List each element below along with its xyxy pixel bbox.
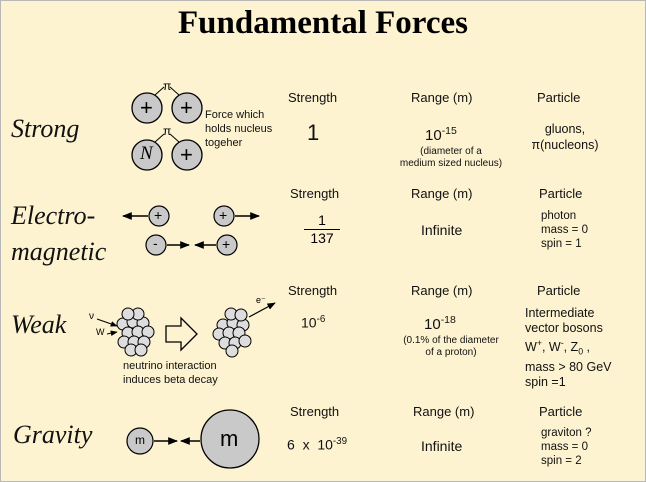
nucleus-after — [212, 307, 252, 358]
pion-label-bottom: π — [163, 124, 172, 138]
weak-strength-value: 10-6 — [301, 314, 326, 331]
em-plus-circle-bottom — [216, 234, 238, 256]
force-name-magnetic: magnetic — [11, 237, 107, 266]
header-particle: Particle — [539, 404, 583, 419]
em-strength-value: 1 137 — [304, 212, 340, 247]
em-plus-circle-right — [213, 205, 235, 227]
plus-sign: + — [154, 207, 163, 223]
w-label: W — [96, 327, 105, 337]
small-mass-label: m — [135, 433, 145, 447]
header-range: Range (m) — [411, 186, 473, 201]
pion-label-top: π — [163, 79, 172, 93]
force-name-gravity: Gravity — [13, 420, 93, 449]
nucleus-before — [116, 307, 155, 357]
weak-range-value: 10-18 — [424, 314, 456, 333]
header-range: Range (m) — [411, 90, 473, 105]
header-range: Range (m) — [413, 404, 475, 419]
strong-strength-value: 1 — [307, 120, 320, 145]
large-mass-circle — [200, 409, 260, 469]
minus-sign: - — [153, 235, 158, 251]
em-minus-circle — [145, 234, 167, 256]
gravity-strength-value: 6 x 10-39 — [287, 436, 348, 453]
strong-nucleons — [131, 86, 203, 171]
weak-illustration — [96, 302, 276, 358]
w-arrow — [106, 330, 118, 336]
neutron-circle — [131, 139, 163, 171]
large-mass-label: m — [220, 426, 239, 451]
weak-particle: Intermediate vector bosons W+, W-, Z0 , … — [525, 306, 612, 389]
plus-sign: + — [219, 207, 228, 223]
electron-label: e⁻ — [256, 295, 266, 305]
header-strength: Strength — [288, 90, 338, 105]
header-particle: Particle — [537, 90, 581, 105]
force-name-weak: Weak — [11, 310, 67, 339]
neutrino-arrow — [96, 318, 118, 327]
plus-sign: + — [180, 95, 193, 120]
page-title: Fundamental Forces — [178, 5, 468, 41]
header-range: Range (m) — [411, 283, 473, 298]
em-plus-circle-left — [148, 205, 170, 227]
force-name-strong: Strong — [11, 114, 80, 143]
header-strength: Strength — [290, 186, 340, 201]
proton-circle-1 — [131, 92, 163, 124]
header-strength: Strength — [288, 283, 338, 298]
small-mass-circle — [126, 427, 154, 455]
electron-arrow — [248, 302, 276, 318]
force-name-electro: Electro- — [11, 201, 96, 230]
gravity-illustration — [126, 409, 260, 469]
plus-sign: + — [140, 95, 153, 120]
proton-circle-3 — [171, 139, 203, 171]
plus-sign: + — [222, 236, 231, 252]
gravity-range-value: Infinite — [421, 438, 463, 454]
header-strength: Strength — [290, 404, 340, 419]
plus-sign: + — [180, 142, 193, 167]
reaction-arrow — [165, 316, 198, 352]
strong-particle: gluons,π(nucleons) — [531, 122, 599, 152]
em-charges — [122, 205, 260, 256]
em-range-value: Infinite — [421, 222, 463, 238]
strong-range-value: 10-15 — [425, 125, 457, 144]
proton-circle-2 — [171, 92, 203, 124]
neutrino-label: ν — [89, 311, 94, 322]
neutron-label: N — [140, 143, 153, 164]
header-particle: Particle — [537, 283, 581, 298]
header-particle: Particle — [539, 186, 583, 201]
